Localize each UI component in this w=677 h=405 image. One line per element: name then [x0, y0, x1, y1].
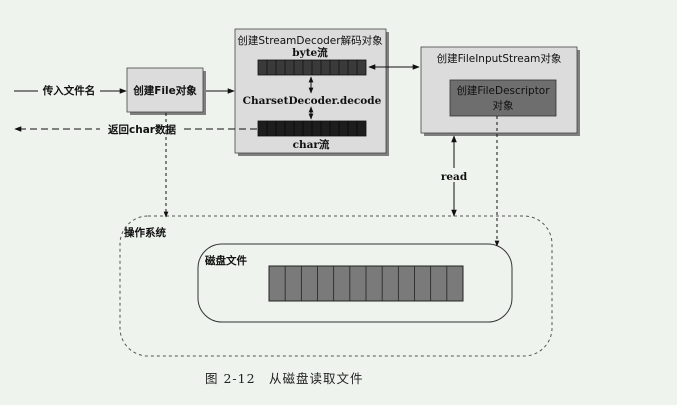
file-descriptor-label-1: 创建FileDescriptor	[456, 84, 550, 97]
disk-file-region	[197, 243, 513, 323]
stream-decoder-box: 创建StreamDecoder解码对象 byte流 CharsetDecoder…	[234, 28, 389, 156]
file-input-stream-box: 创建FileInputStream对象 创建FileDescriptor 对象	[420, 46, 580, 136]
return-char-label: 返回char数据	[108, 123, 176, 136]
file-object-label: 创建File对象	[132, 84, 197, 97]
file-descriptor-label-2: 对象	[493, 99, 514, 112]
input-filename-label: 传入文件名	[42, 84, 96, 97]
read-label: read	[441, 171, 468, 183]
disk-file-label: 磁盘文件	[205, 254, 247, 267]
os-label: 操作系统	[124, 226, 166, 239]
byte-stream-label: byte流	[292, 46, 328, 59]
file-object-box: 创建File对象	[126, 67, 206, 115]
char-stream-label: char流	[293, 138, 330, 151]
figure-caption: 图 2-12 从磁盘读取文件	[205, 371, 364, 386]
byte-stream-bar	[257, 59, 367, 76]
os-region	[119, 215, 553, 357]
disk-data-bar	[268, 265, 464, 302]
file-descriptor-box	[449, 79, 557, 117]
file-input-stream-label: 创建FileInputStream对象	[437, 52, 562, 65]
char-stream-bar	[257, 120, 367, 137]
charset-decode-label: CharsetDecoder.decode	[243, 95, 382, 107]
stream-decoder-label: 创建StreamDecoder解码对象	[237, 34, 382, 47]
